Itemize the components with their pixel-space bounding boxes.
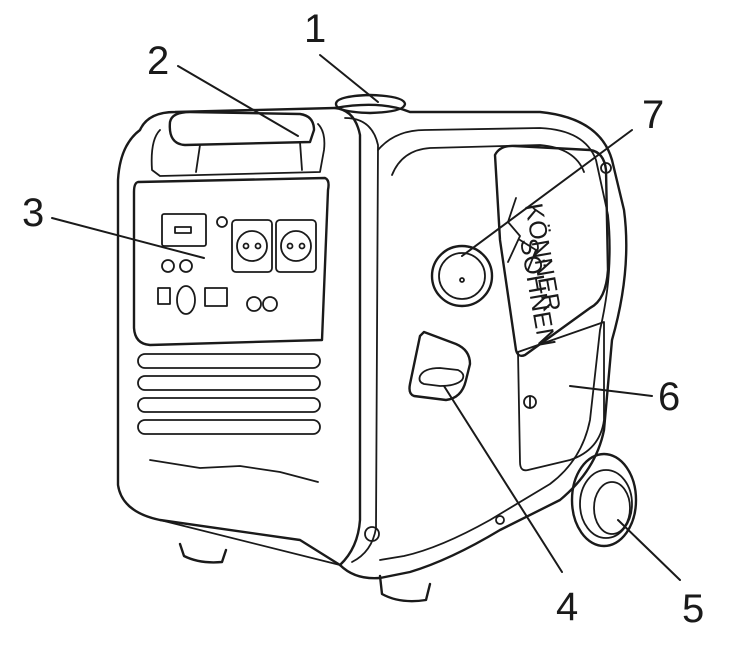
bolt-side — [495, 515, 505, 525]
feet — [178, 162, 612, 603]
callout-6: 6 — [658, 375, 680, 419]
ac-socket-left — [231, 219, 273, 273]
leader-2 — [177, 65, 299, 137]
callout-4: 4 — [556, 585, 578, 629]
bolt-front — [364, 526, 380, 542]
brand-panel: KÖNNER SÖHNEN — [493, 144, 610, 358]
leader-6 — [569, 385, 653, 397]
eco-switch — [204, 287, 228, 307]
callout-3: 3 — [22, 191, 44, 235]
front-vents — [137, 353, 321, 483]
callout-2: 2 — [147, 39, 169, 83]
spark-plug-cover — [430, 244, 494, 308]
carry-handle — [150, 110, 326, 177]
leader-1 — [319, 54, 379, 103]
leader-7 — [461, 129, 633, 257]
side-handle-recess — [408, 330, 472, 402]
switch-1 — [157, 287, 171, 305]
control-panel — [132, 176, 330, 347]
indicator-light-2 — [179, 259, 193, 273]
leader-3 — [51, 217, 205, 259]
dc-terminal-1 — [246, 296, 262, 312]
leader-lines — [51, 54, 681, 581]
callout-labels: 1 2 3 4 5 6 7 — [22, 7, 704, 631]
callout-1: 1 — [304, 7, 326, 51]
leader-5 — [617, 519, 681, 581]
leader-4 — [443, 385, 563, 573]
wheel — [570, 452, 638, 548]
callout-7: 7 — [642, 93, 664, 137]
dc-terminal-2 — [262, 296, 278, 312]
circuit-breaker — [176, 285, 196, 315]
display-indicator — [174, 226, 192, 234]
small-indicator-icon — [216, 216, 228, 228]
maintenance-cover — [517, 321, 605, 472]
indicator-light-1 — [161, 259, 175, 273]
display-window — [161, 213, 207, 247]
bolt-top — [600, 162, 612, 174]
ac-socket-right — [275, 219, 317, 273]
fuel-tank-cap — [334, 93, 407, 115]
callout-5: 5 — [682, 587, 704, 631]
